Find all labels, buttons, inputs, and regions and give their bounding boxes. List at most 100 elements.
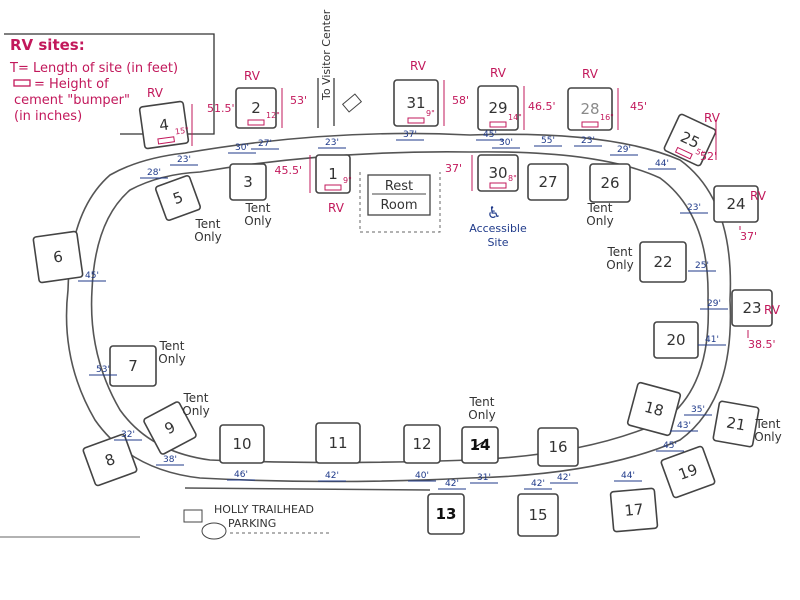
site-15-outline xyxy=(517,493,559,537)
site-7-pad: 7 xyxy=(109,345,157,387)
site-13-outline xyxy=(427,493,465,535)
site-4-bumper-icon xyxy=(157,136,175,145)
site-14-outline xyxy=(461,426,499,464)
site-29-rv-label: RV xyxy=(490,66,507,80)
restroom-label-1: Rest xyxy=(385,179,413,194)
site-31-number: 31 xyxy=(406,94,425,112)
site-24-number: 24 xyxy=(726,195,745,213)
restroom-building xyxy=(367,174,431,216)
site-3-outline xyxy=(229,163,267,201)
site-30-number: 30 xyxy=(488,164,507,182)
site-18-width: 35' xyxy=(691,405,705,415)
site-26-note-1: Tent xyxy=(587,201,613,215)
site-9-pad: 9 xyxy=(143,401,197,455)
site-28-width: 23' xyxy=(581,136,595,146)
site-16-number: 16 xyxy=(548,438,567,456)
site-10-width: 46' xyxy=(234,470,248,480)
site-1-width: 23' xyxy=(325,138,339,148)
site-14-strike xyxy=(471,438,489,450)
site-28-number: 28 xyxy=(580,100,599,118)
site-14-note-2: Only xyxy=(468,408,496,422)
site-20-outline xyxy=(653,321,699,359)
site-11-pad: 11 xyxy=(315,422,361,464)
site-24-pad: 24 xyxy=(713,185,759,223)
legend-line-3: cement "bumper" xyxy=(14,93,130,108)
site-16-width: 42' xyxy=(557,473,571,483)
visitor-center-sign-icon xyxy=(341,93,363,113)
site-2-length: 53' xyxy=(290,94,307,107)
site-1-bumper-icon xyxy=(324,184,342,191)
site-8-width: 32' xyxy=(121,430,135,440)
site-23-length: 38.5' xyxy=(748,338,776,351)
site-11-number: 11 xyxy=(328,434,347,452)
site-7-width: 53' xyxy=(96,365,110,375)
site-6-number: 6 xyxy=(52,247,64,266)
campsite-16[interactable]: 16 42' xyxy=(537,427,579,484)
site-19-number: 19 xyxy=(676,460,700,483)
site-23-pad: 23 xyxy=(731,289,773,327)
site-26-outline xyxy=(589,163,631,203)
visitor-center-label: To Visitor Center xyxy=(320,9,333,101)
site-9-note-2: Only xyxy=(182,404,210,418)
campsite-6[interactable]: 6 45' xyxy=(32,230,106,284)
site-18-outline xyxy=(626,381,682,437)
trailhead-sign-icon xyxy=(183,509,203,523)
site-23-number: 23 xyxy=(742,299,761,317)
site-31-pad: 319" xyxy=(393,79,439,127)
site-17-outline xyxy=(609,487,659,533)
site-8-pad: 8 xyxy=(82,433,138,487)
site-1-bumper: 9" xyxy=(343,176,352,185)
accessible-label-1: Accessible xyxy=(469,222,527,235)
site-31-outline xyxy=(393,79,439,127)
site-1-outline xyxy=(315,154,351,194)
site-21-note-2: Only xyxy=(754,430,782,444)
site-25-bumper: 5" xyxy=(694,147,706,159)
site-2-width: 30' xyxy=(235,143,249,153)
site-27-pad: 27 xyxy=(527,163,569,201)
legend: RV sites: T= Length of site (in feet) = … xyxy=(4,33,215,135)
site-31-width: 37' xyxy=(403,130,417,140)
accessible-marker: ♿ Accessible Site xyxy=(469,203,527,249)
site-30-bumper-icon xyxy=(489,182,507,189)
site-1-rv-label: RV xyxy=(328,201,345,215)
road-inner-edge xyxy=(90,151,710,464)
site-6-width: 45' xyxy=(85,271,99,281)
site-13-pad: 13 xyxy=(427,493,465,535)
site-29-number: 29 xyxy=(488,99,507,117)
campsite-8[interactable]: 832' xyxy=(82,430,142,487)
site-4-width: 23' xyxy=(177,155,191,165)
site-21-outline xyxy=(712,400,760,448)
site-27-number: 27 xyxy=(538,173,557,191)
site-12-outline xyxy=(403,424,441,464)
